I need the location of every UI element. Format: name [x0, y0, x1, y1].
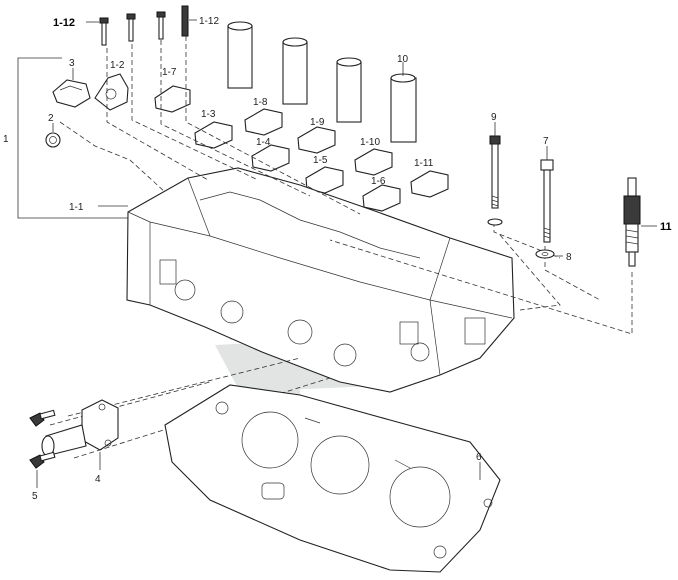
callout-10: 10: [397, 54, 409, 65]
callout-1-12-left: 1-12: [53, 17, 75, 29]
callout-1-8: 1-8: [253, 97, 268, 108]
callout-labels: 1-12 1-12 1 1-1 1-2 1-3 1-4 1-5 1-6 1-7 …: [3, 16, 672, 502]
cam-cap: [251, 144, 290, 172]
head-bolt: [181, 5, 189, 37]
head-bolt: [156, 11, 166, 40]
cam-cap: [154, 85, 191, 113]
callout-5: 5: [32, 491, 38, 502]
cam-cap-3: [52, 79, 91, 108]
callout-1-bracket: [17, 57, 145, 219]
tappet: [390, 73, 417, 143]
valve-tappets-group: [227, 21, 417, 143]
camshaft-caps-group: [94, 73, 449, 212]
head-bolts-group: [99, 5, 189, 46]
long-bolt-7: [540, 159, 554, 243]
cylinder-head-body: [126, 167, 515, 393]
tappet: [227, 21, 253, 89]
callout-1-1: 1-1: [69, 202, 84, 213]
cam-cap: [194, 121, 233, 149]
callout-7: 7: [543, 136, 549, 147]
cam-cap: [297, 126, 336, 154]
spark-plug-11: [623, 177, 641, 267]
head-bolt: [126, 13, 136, 42]
callout-9: 9: [491, 112, 497, 123]
callout-1-2: 1-2: [110, 60, 125, 71]
cam-cap: [94, 73, 129, 111]
cam-cap: [362, 184, 401, 212]
water-outlet-4: [41, 399, 119, 457]
callout-1-10: 1-10: [360, 137, 380, 148]
cam-cap: [354, 148, 393, 176]
head-bolt: [99, 17, 109, 46]
callout-1-5: 1-5: [313, 155, 328, 166]
plug-seal-2: [45, 132, 61, 148]
callout-1-9: 1-9: [310, 117, 325, 128]
callout-1: 1: [3, 134, 9, 145]
callout-1-3: 1-3: [201, 109, 216, 120]
washer-8: [535, 249, 555, 259]
callout-1-4: 1-4: [256, 137, 271, 148]
callout-11: 11: [660, 221, 672, 233]
callout-4: 4: [95, 474, 101, 485]
bolts-5: [29, 409, 56, 469]
callout-1-12-right: 1-12: [199, 16, 219, 27]
callout-2: 2: [48, 113, 54, 124]
callout-6: 6: [476, 452, 482, 463]
tappet: [336, 57, 362, 123]
callout-1-7: 1-7: [162, 67, 177, 78]
head-gasket-6: [164, 384, 501, 573]
callout-1-6: 1-6: [371, 176, 386, 187]
callout-1-11: 1-11: [414, 158, 434, 169]
callout-3: 3: [69, 58, 75, 69]
tappet: [282, 37, 308, 105]
callout-8: 8: [566, 252, 572, 263]
long-bolt-9: [487, 135, 503, 226]
cam-cap: [244, 108, 283, 136]
cam-cap: [410, 170, 449, 198]
